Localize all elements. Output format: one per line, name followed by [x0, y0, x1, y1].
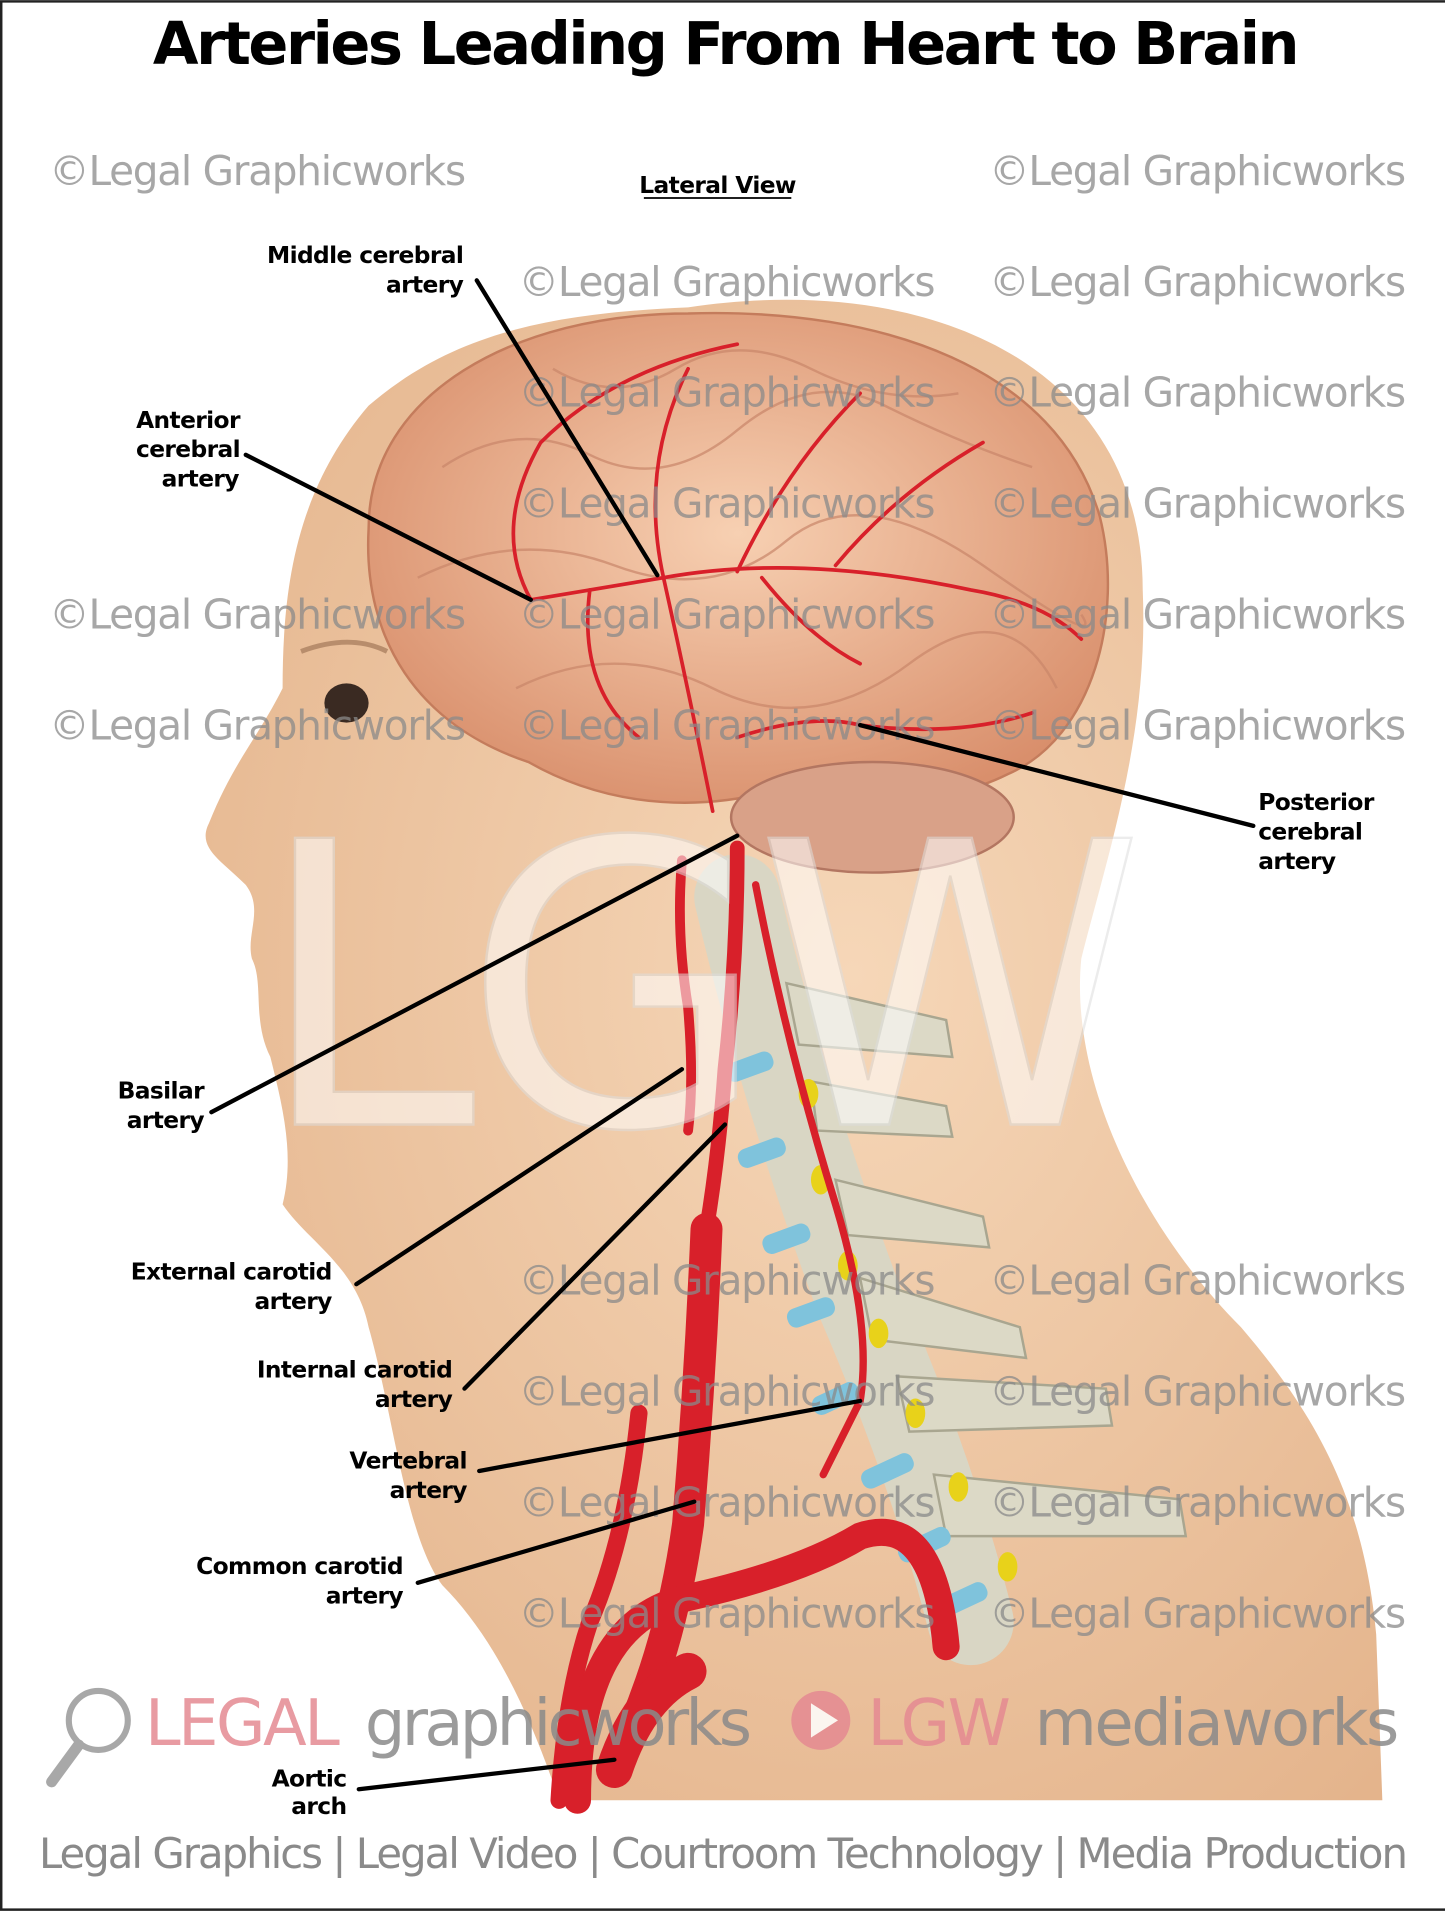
label-posterior-cerebral-artery: Posterior cerebral artery [1258, 788, 1375, 875]
label-line: artery [390, 1476, 468, 1504]
page-title: Arteries Leading From Heart to Brain [153, 9, 1297, 78]
label-line: Anterior [136, 406, 241, 434]
watermark-text: ©Legal Graphicworks [49, 702, 465, 750]
label-line: Aortic [272, 1765, 347, 1793]
watermark-text: ©Legal Graphicworks [989, 258, 1405, 306]
magnifier-icon [46, 1687, 131, 1788]
eyebrow [300, 639, 389, 654]
watermark-text: ©Legal Graphicworks [49, 147, 465, 195]
center-watermark: LGW [256, 759, 1136, 1217]
label-line: Middle cerebral [267, 241, 463, 269]
watermark-text: ©Legal Graphicworks [519, 369, 935, 417]
watermark-grid: ©Legal Graphicworks ©Legal Graphicworks ©L… [49, 147, 1406, 1637]
watermark-text: ©Legal Graphicworks [519, 1256, 935, 1304]
watermark-text: ©Legal Graphicworks [49, 591, 465, 639]
watermark-text: ©Legal Graphicworks [989, 1367, 1405, 1415]
logo-bar: LEGAL graphicworks LGW mediaworks [46, 1687, 1399, 1788]
leader-lines [209, 278, 1256, 1792]
view-subtitle: Lateral View [639, 171, 796, 199]
watermark-text: ©Legal Graphicworks [519, 591, 935, 639]
watermark-text: ©Legal Graphicworks [519, 480, 935, 528]
watermark-text: ©Legal Graphicworks [989, 702, 1405, 750]
play-icon [791, 1690, 851, 1750]
label-line: cerebral [1258, 817, 1362, 845]
label-line: artery [162, 465, 240, 493]
label-internal-carotid-artery: Internal carotid artery [257, 1356, 453, 1413]
watermark-text: ©Legal Graphicworks [519, 1589, 935, 1637]
tagline: Legal Graphics | Legal Video | Courtroom… [39, 1829, 1406, 1878]
logo-mediaworks: mediaworks [1035, 1687, 1397, 1761]
logo-legal: LEGAL [145, 1687, 340, 1761]
label-line: Vertebral [349, 1447, 467, 1475]
label-anterior-cerebral-artery: Anterior cerebral artery [136, 406, 242, 493]
label-line: Basilar [118, 1077, 205, 1105]
label-line: artery [127, 1106, 205, 1134]
label-line: arch [291, 1792, 346, 1820]
watermark-text: ©Legal Graphicworks [989, 591, 1405, 639]
watermark-text: ©Legal Graphicworks [519, 702, 935, 750]
watermark-text: ©Legal Graphicworks [989, 1478, 1405, 1526]
neck-arteries [550, 840, 960, 1814]
brain [366, 311, 1110, 804]
label-external-carotid-artery: External carotid artery [131, 1257, 333, 1315]
label-line: Internal carotid [257, 1356, 452, 1384]
label-line: External carotid [131, 1257, 332, 1285]
watermark-text: ©Legal Graphicworks [989, 480, 1405, 528]
logo-lgw: LGW [867, 1687, 1009, 1761]
cerebellum [729, 760, 1015, 874]
label-aortic-arch: Aortic arch [272, 1765, 348, 1820]
label-common-carotid-artery: Common carotid artery [196, 1552, 404, 1610]
watermark-text: ©Legal Graphicworks [989, 1256, 1405, 1304]
label-line: Posterior [1258, 788, 1375, 816]
label-line: Common carotid [196, 1552, 403, 1580]
watermark-text: ©Legal Graphicworks [519, 1478, 935, 1526]
label-middle-cerebral-artery: Middle cerebral artery [267, 241, 464, 298]
watermark-text: ©Legal Graphicworks [989, 1589, 1405, 1637]
label-line: artery [255, 1287, 333, 1315]
label-basilar-artery: Basilar artery [118, 1077, 206, 1134]
label-vertebral-artery: Vertebral artery [349, 1447, 468, 1504]
label-line: artery [326, 1582, 404, 1610]
logo-graphicworks: graphicworks [365, 1687, 750, 1761]
label-line: artery [386, 271, 464, 299]
watermark-text: ©Legal Graphicworks [519, 258, 935, 306]
eye [324, 683, 369, 723]
label-line: artery [375, 1385, 453, 1413]
watermark-text: ©Legal Graphicworks [519, 1367, 935, 1415]
label-line: artery [1258, 847, 1336, 875]
label-line: cerebral [136, 435, 240, 463]
watermark-text: ©Legal Graphicworks [989, 369, 1405, 417]
watermark-text: ©Legal Graphicworks [989, 147, 1405, 195]
